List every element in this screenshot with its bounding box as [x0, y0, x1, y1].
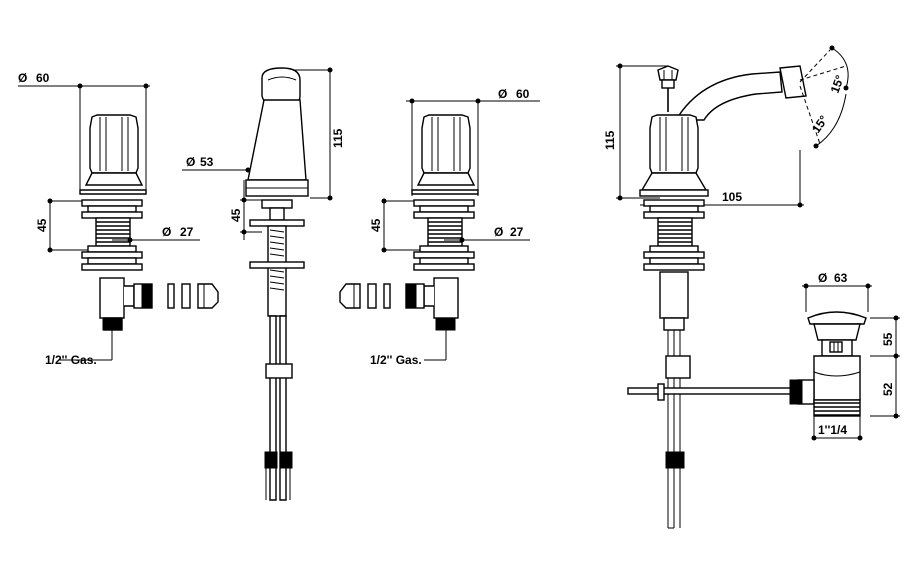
dim-spout-diameter: 53 [200, 155, 214, 169]
dim-waste-thread: 1''1/4 [818, 423, 847, 437]
diameter-symbol: Ø [186, 155, 195, 169]
left-valve-handle [89, 114, 139, 174]
spout-front-view: 115 Ø 53 45 [182, 67, 345, 501]
dim-waste-diameter: 63 [834, 271, 848, 285]
dim-waste-height-bottom: 52 [881, 382, 895, 396]
dim-right-valve-stem-diameter: 27 [510, 225, 524, 239]
dim-spout-small-height: 45 [229, 208, 243, 222]
left-valve-thread-label: 1/2'' Gas. [45, 353, 97, 367]
bidet-side-view: 115 105 15° 15° [603, 45, 849, 529]
left-valve-view: Ø 60 45 Ø 27 [18, 71, 219, 367]
diameter-symbol: Ø [818, 271, 827, 285]
dim-angle-down: 15° [809, 113, 831, 136]
diameter-symbol: Ø [494, 225, 503, 239]
dim-angle-up: 15° [828, 73, 847, 95]
dim-left-valve-top-diameter: 60 [36, 71, 50, 85]
diameter-symbol: Ø [18, 71, 27, 85]
waste-view: Ø 63 55 52 1''1/4 [789, 271, 900, 441]
right-valve-view: Ø 60 45 Ø 27 [339, 87, 540, 367]
dim-left-valve-stem-diameter: 27 [180, 225, 194, 239]
dim-left-valve-height: 45 [35, 218, 49, 232]
dim-side-height: 115 [603, 130, 617, 150]
right-valve-handle [421, 114, 471, 174]
dim-right-valve-top-diameter: 60 [516, 87, 530, 101]
dim-side-reach: 105 [722, 190, 742, 204]
spout-head [261, 67, 301, 105]
diameter-symbol: Ø [162, 225, 171, 239]
dim-waste-height-top: 55 [881, 332, 895, 346]
right-valve-thread-label: 1/2'' Gas. [370, 353, 422, 367]
diameter-symbol: Ø [498, 87, 507, 101]
dim-spout-height: 115 [331, 128, 345, 148]
dim-right-valve-height: 45 [369, 218, 383, 232]
bidet-spout [674, 71, 783, 121]
